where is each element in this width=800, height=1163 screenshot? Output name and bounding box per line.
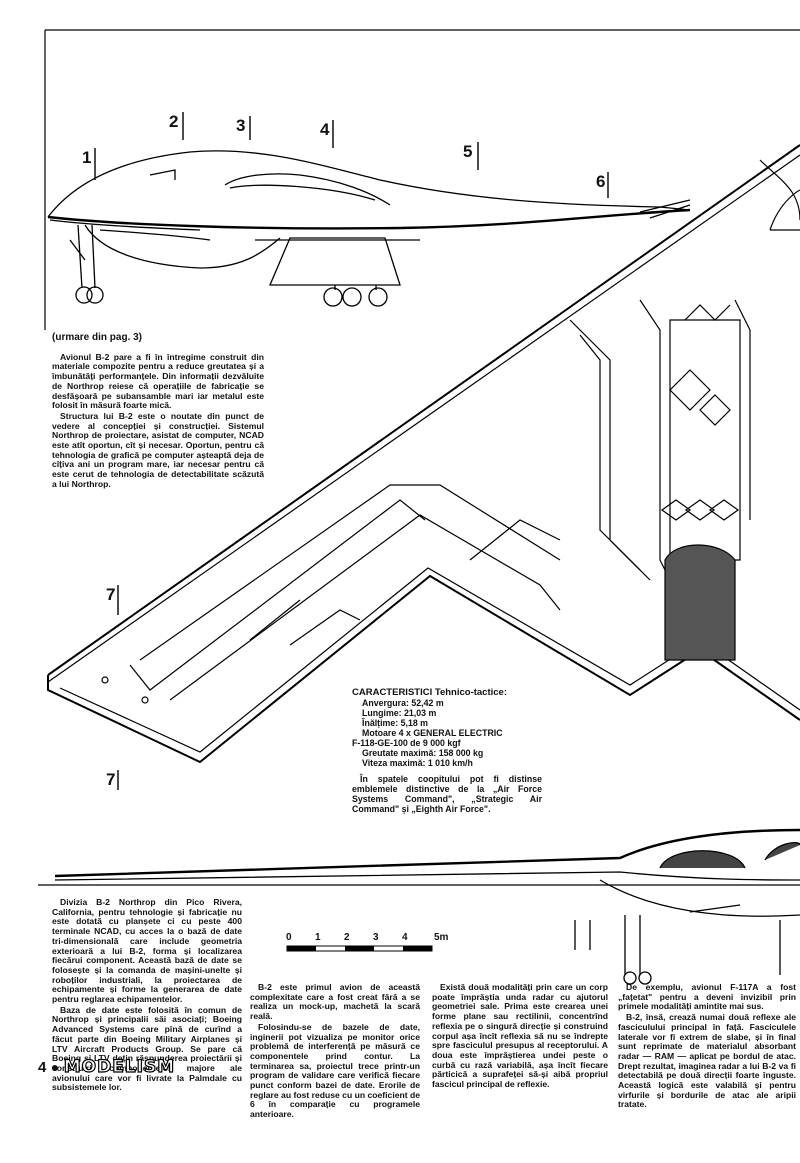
spec-line: Anvergura: 52,42 m <box>352 698 542 708</box>
article-paragraph: Divizia B-2 Northrop din Pico Rivera, Ca… <box>52 898 242 1005</box>
intro-paragraph: Avionul B-2 pare a fi în întregime const… <box>52 353 264 411</box>
callout-2: 2 <box>169 112 178 132</box>
scale-bar-graphic <box>286 945 436 953</box>
spec-line: Înălțime: 5,18 m <box>352 718 542 728</box>
continuation-heading: (urmare din pag. 3) <box>52 333 264 343</box>
article-paragraph: Există două modalități prin care un corp… <box>432 983 608 1090</box>
page-footer: 4 ● MODELISM <box>38 1057 175 1077</box>
scale-label: 1 <box>315 932 321 943</box>
callout-7-top: 7 <box>106 585 115 605</box>
callout-1: 1 <box>82 148 91 168</box>
scale-label: 3 <box>373 932 379 943</box>
article-paragraph: Folosindu-se de bazele de date, ingineri… <box>250 1023 420 1120</box>
scale-bar: 0 1 2 3 4 5m <box>282 930 462 960</box>
article-paragraph: De exemplu, avionul F-117A a fost „fațet… <box>618 983 796 1012</box>
spec-line: F-118-GE-100 de 9 000 kgf <box>352 738 542 748</box>
intro-paragraph: Structura lui B-2 este o noutate din pun… <box>52 412 264 490</box>
specs-title: CARACTERISTICI Tehnico-tactice: <box>352 688 542 698</box>
intro-column: (urmare din pag. 3) Avionul B-2 pare a f… <box>52 333 264 491</box>
callout-5: 5 <box>463 142 472 162</box>
callout-3: 3 <box>236 116 245 136</box>
callout-7-bottom: 7 <box>106 770 115 790</box>
spec-line: Motoare 4 x GENERAL ELECTRIC <box>352 728 542 738</box>
bullet-separator: ● <box>51 1059 59 1075</box>
bottom-column-3: Există două modalități prin care un corp… <box>432 983 608 1091</box>
spec-line: Greutate maximă: 158 000 kg <box>352 748 542 758</box>
page-number: 4 <box>38 1059 46 1076</box>
bottom-column-2: B-2 este primul avion de această complex… <box>250 983 420 1121</box>
spec-line: Viteza maximă: 1 010 km/h <box>352 758 542 768</box>
scale-label: 0 <box>286 932 292 943</box>
bottom-column-4: De exemplu, avionul F-117A a fost „fațet… <box>618 983 796 1133</box>
callout-4: 4 <box>320 120 329 140</box>
side-view-drawing <box>48 151 690 306</box>
scale-label: 2 <box>344 932 350 943</box>
article-paragraph: Baza de date este folosită în comun de N… <box>52 1006 242 1093</box>
callout-6: 6 <box>596 172 605 192</box>
specs-block: CARACTERISTICI Tehnico-tactice: Anvergur… <box>352 688 542 814</box>
article-paragraph: B-2 este primul avion de această complex… <box>250 983 420 1022</box>
scale-label: 4 <box>402 932 408 943</box>
spec-line: Lungime: 21,03 m <box>352 708 542 718</box>
article-paragraph: B-2, însă, crează numai două reflexe ale… <box>618 1013 796 1110</box>
scale-label: 5m <box>434 932 448 943</box>
specs-note: În spatele coopitului pot fi distinse em… <box>352 774 542 814</box>
magazine-brand: MODELISM <box>64 1057 175 1077</box>
